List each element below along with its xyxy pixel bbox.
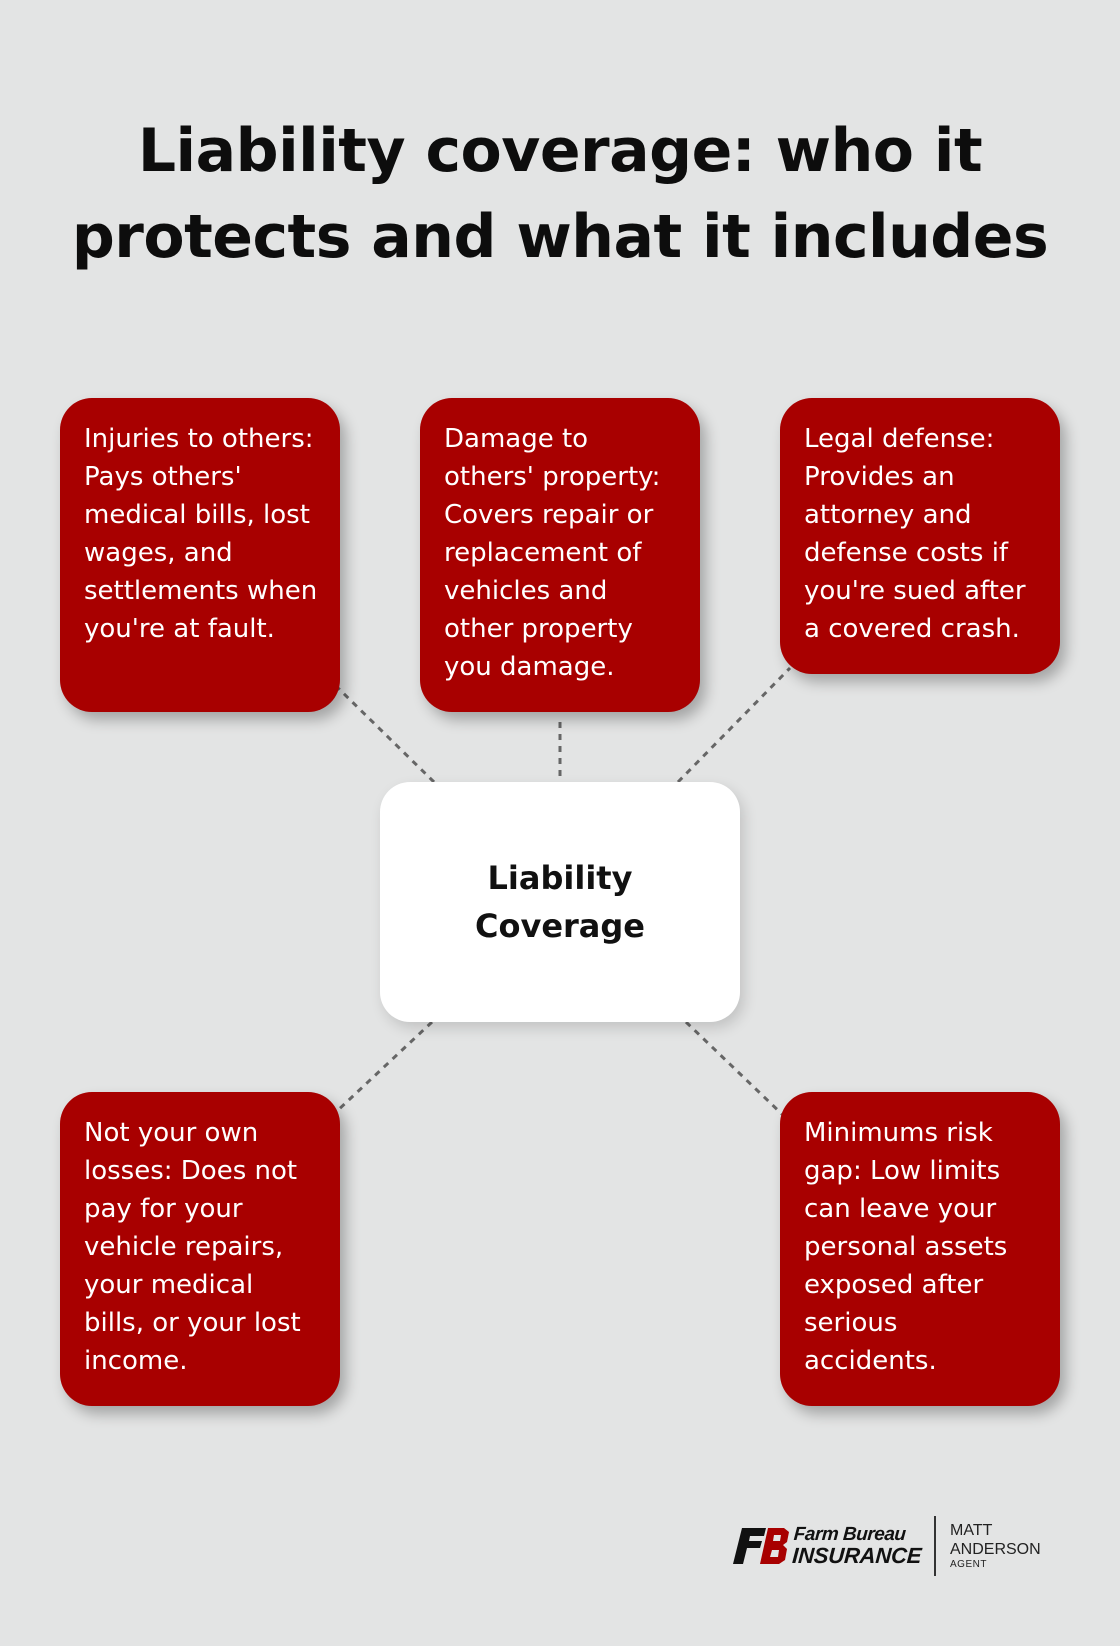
center-label: Liability Coverage <box>474 859 645 945</box>
connector-own <box>334 1020 434 1114</box>
branding-footer: Farm Bureau INSURANCE MATT ANDERSON AGEN… <box>732 1514 1041 1578</box>
agent-last-name: ANDERSON <box>950 1541 1041 1558</box>
card-damage-to-property: Damage to others' property: Covers repai… <box>420 398 700 712</box>
center-node: Liability Coverage <box>380 782 740 1022</box>
card-not-your-own-losses: Not your own losses: Does not pay for yo… <box>60 1092 340 1406</box>
page-title: Liability coverage: who it protects and … <box>71 116 1049 272</box>
card-legal-defense: Legal defense: Provides an attorney and … <box>780 398 1060 674</box>
agent-info: MATT ANDERSON AGENT <box>950 1521 1041 1571</box>
company-name-line2: INSURANCE <box>791 1543 923 1568</box>
company-name-line1: Farm Bureau <box>793 1524 907 1545</box>
agent-first-name: MATT <box>950 1522 993 1539</box>
card-injuries-to-others: Injuries to others: Pays others' medical… <box>60 398 340 712</box>
farm-bureau-logo-icon <box>733 1528 789 1564</box>
company-name: Farm Bureau INSURANCE <box>791 1524 924 1568</box>
brand-divider <box>934 1516 936 1576</box>
agent-role: AGENT <box>950 1559 987 1570</box>
connector-minimums <box>684 1020 788 1120</box>
connector-injuries <box>336 686 436 784</box>
card-minimums-risk-gap: Minimums risk gap: Low limits can leave … <box>780 1092 1060 1406</box>
